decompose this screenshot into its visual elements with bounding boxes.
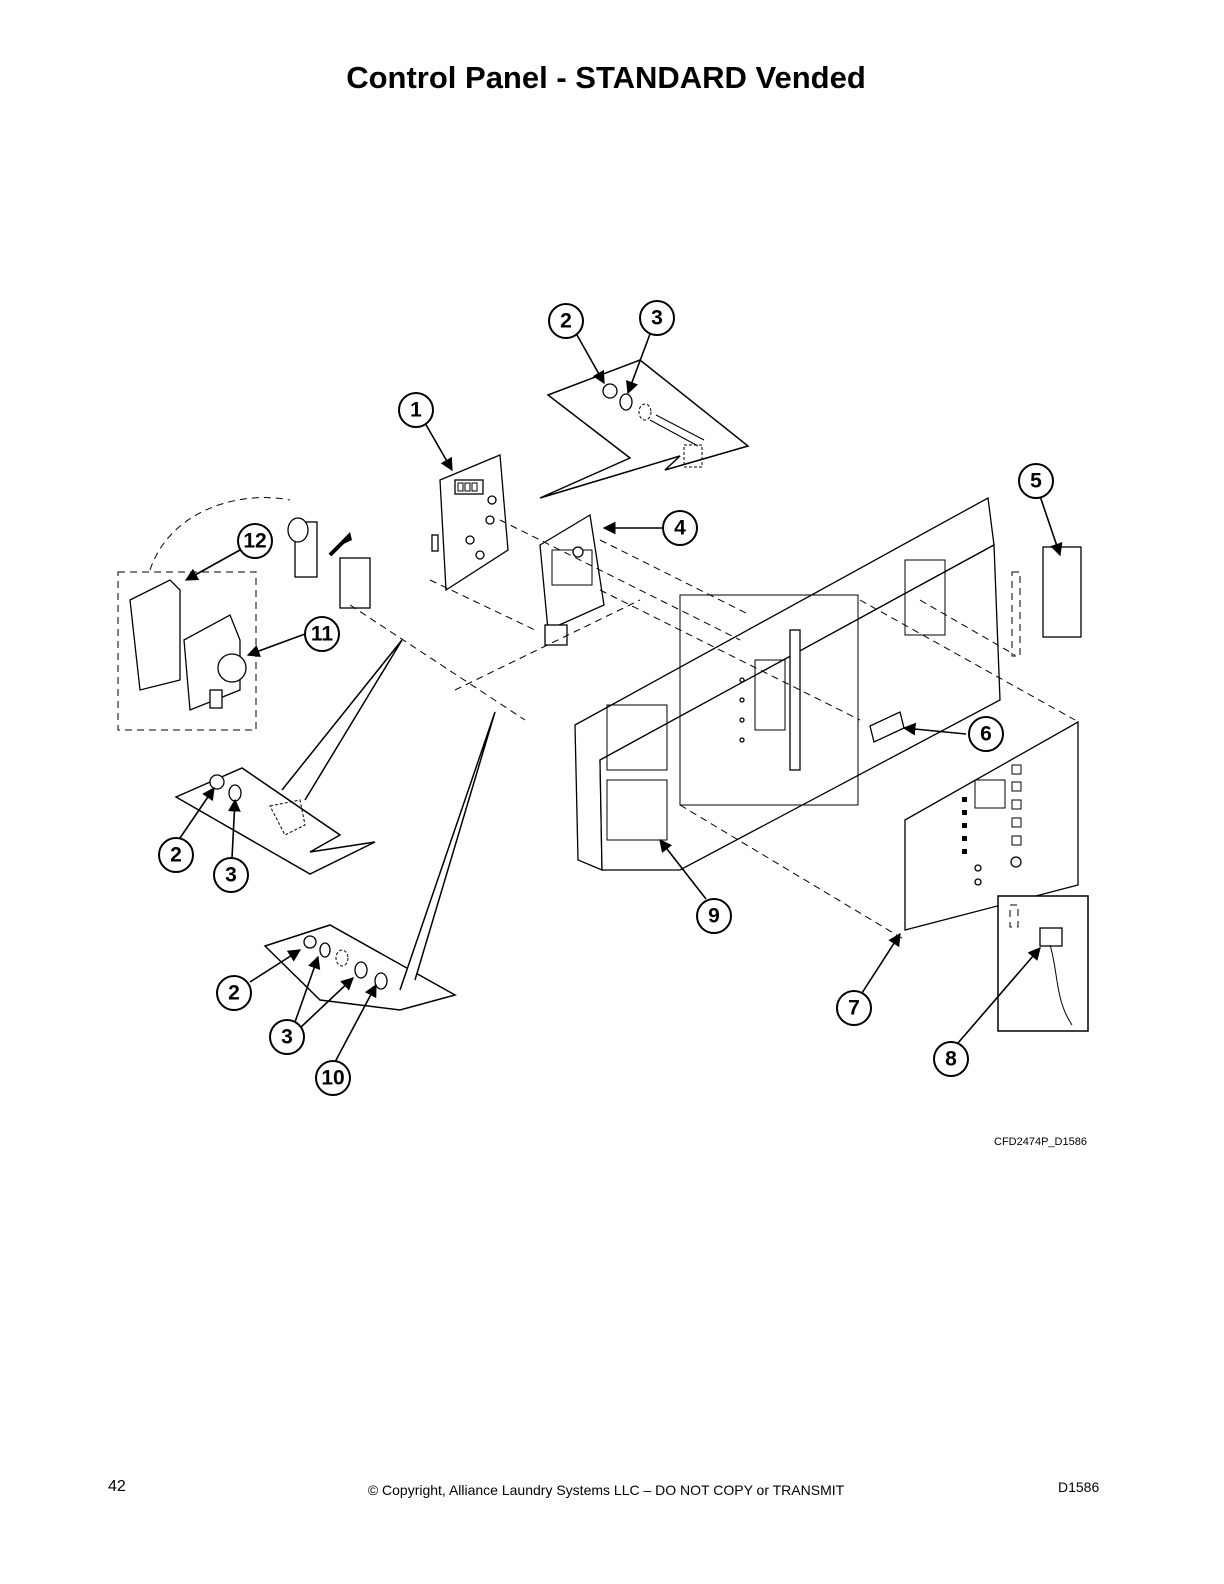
sensor-detail	[997, 895, 1089, 1032]
copyright-notice: © Copyright, Alliance Laundry Systems LL…	[367, 1482, 845, 1498]
callout-3-label: 3	[281, 1026, 293, 1049]
page-number: 42	[108, 1478, 126, 1495]
callout-7-label: 7	[848, 997, 860, 1020]
callout-2-middle: 2	[158, 837, 194, 873]
callout-10-label: 10	[321, 1067, 344, 1090]
callout-1: 1	[398, 392, 434, 428]
callout-7: 7	[836, 990, 872, 1026]
callout-4: 4	[662, 510, 698, 546]
callout-5: 5	[1018, 463, 1054, 499]
callout-3-top: 3	[639, 300, 675, 336]
callout-9-label: 9	[708, 905, 720, 928]
callout-2-bottom: 2	[216, 975, 252, 1011]
overlay-label	[1042, 546, 1082, 638]
console-panel	[574, 496, 1001, 871]
callout-11-label: 11	[311, 623, 334, 646]
callout-10: 10	[315, 1060, 351, 1096]
control-board	[431, 454, 509, 592]
callout-5-label: 5	[1030, 470, 1042, 493]
callout-12: 12	[237, 523, 273, 559]
callout-4-label: 4	[674, 517, 686, 540]
left-fastener-detail	[174, 767, 457, 1011]
callout-6: 6	[968, 716, 1004, 752]
document-number: D1586	[1058, 1479, 1100, 1495]
callout-1-label: 1	[410, 399, 422, 422]
callout-12-label: 12	[243, 530, 266, 553]
callout-2-label: 2	[228, 982, 240, 1005]
explosion-lines	[349, 519, 1076, 941]
leader-lines	[179, 333, 1063, 1063]
callout-3-label: 3	[651, 307, 663, 330]
callout-3-middle: 3	[213, 857, 249, 893]
callout-2-label: 2	[560, 310, 572, 333]
callout-8: 8	[933, 1041, 969, 1077]
callout-6-label: 6	[980, 723, 992, 746]
callout-8-label: 8	[945, 1048, 957, 1071]
callout-3-bottom: 3	[269, 1019, 305, 1055]
page-title: Control Panel - STANDARD Vended	[346, 60, 866, 95]
board-housing	[539, 513, 605, 646]
callout-9: 9	[696, 898, 732, 934]
top-fastener-detail	[539, 359, 750, 499]
figure-code: CFD2474P_D1586	[994, 1136, 1087, 1148]
callout-2-label: 2	[170, 844, 182, 867]
module-and-keypad	[117, 497, 371, 731]
callout-3-label: 3	[225, 864, 237, 887]
callout-2-top: 2	[548, 303, 584, 339]
callout-11: 11	[304, 616, 340, 652]
graphic-overlay	[904, 720, 1079, 931]
